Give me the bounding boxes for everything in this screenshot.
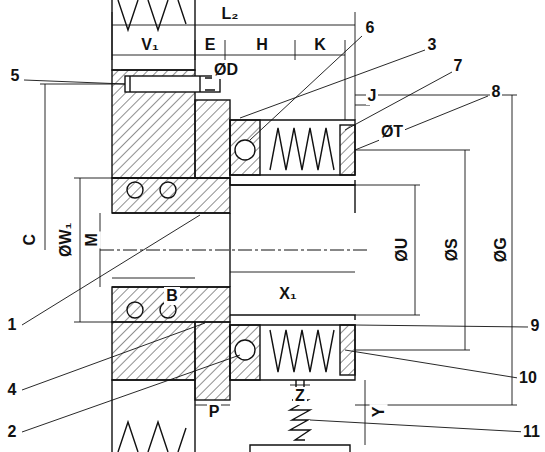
dimension-label: P: [207, 403, 222, 421]
dimension-label: 11: [521, 423, 542, 441]
dimension-label: ØU: [393, 236, 411, 264]
dimension-label: Z: [293, 387, 307, 405]
dimension-label: 7: [452, 57, 465, 75]
dimension-label: 8: [490, 83, 503, 101]
dimension-label: Y: [369, 405, 387, 420]
dimension-label: 10: [517, 369, 539, 387]
dimension-label: H: [254, 36, 270, 54]
dimension-label: ØT: [379, 123, 405, 141]
dimension-label: ØW₁: [57, 221, 75, 259]
dimension-label: C: [21, 232, 39, 248]
dimension-label: 6: [364, 19, 377, 37]
dimension-label: L₂: [220, 5, 241, 23]
dimension-label: X₁: [277, 285, 298, 303]
dimension-label: E: [203, 36, 218, 54]
dimension-label: 1: [6, 316, 19, 334]
dimension-label: V₁: [139, 36, 160, 54]
dimension-label: 5: [9, 67, 22, 85]
dimension-label: J: [366, 87, 379, 105]
dimension-label: B: [164, 287, 180, 305]
dimension-label: 2: [6, 423, 19, 441]
dimension-label: ØD: [212, 61, 240, 79]
dimension-label: 4: [6, 381, 19, 399]
dimension-label: ØS: [443, 236, 461, 263]
dimension-label: 3: [426, 36, 439, 54]
dimension-label: 9: [529, 317, 542, 335]
dimension-label: M: [83, 231, 101, 248]
dimension-label: K: [312, 36, 328, 54]
dimension-label: ØG: [491, 236, 509, 265]
